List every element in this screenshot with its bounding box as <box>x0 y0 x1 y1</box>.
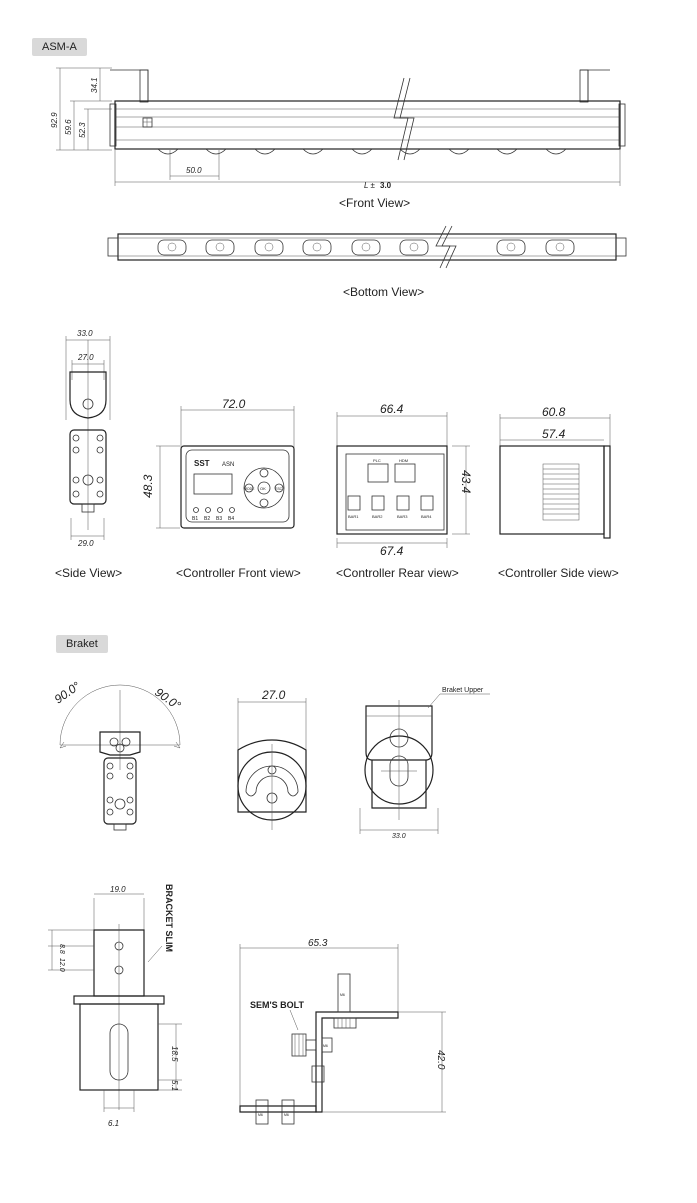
dim-slim-slot-w: 6.1 <box>108 1119 119 1128</box>
ctrl-model: ASN <box>222 462 234 468</box>
dim-assy-height: 42.0 <box>435 1050 446 1070</box>
caption-controller-side: <Controller Side view> <box>498 566 619 580</box>
assy-bolt-label: SEM'S BOLT <box>250 1000 304 1010</box>
dim-ctrl-rear-height: 43.4 <box>459 470 473 494</box>
assy-nut-label: M6 <box>284 1113 289 1117</box>
dim-assy-width: 65.3 <box>308 938 328 949</box>
section-tag-asm: ASM-A <box>32 38 87 56</box>
dim-side-top: 33.0 <box>77 329 93 338</box>
dim-slim-width: 19.0 <box>110 885 126 894</box>
controller-rear-drawing: 66.4 PLC HDM BAR1 BAR2 BAR3 BAR4 43.4 67… <box>336 402 473 558</box>
bracket-slim-drawing: 19.0 BRACKET SLIM 8.8 12.0 6.1 18.5 5.1 <box>48 884 182 1128</box>
section-tag-bracket: Braket <box>56 635 108 653</box>
ctrl-ok-btn: OK <box>260 486 266 491</box>
dim-slim-slot-len: 18.5 <box>170 1046 179 1062</box>
ctrl-rear-port-plc: PLC <box>373 458 381 463</box>
ctrl-logo: SST <box>194 459 210 468</box>
front-view-drawing: 92.9 59.6 52.3 34.1 50.0 L ± 3.0 <box>50 67 626 190</box>
bracket-rotation-drawing: 90.0° 90.0° <box>52 679 184 831</box>
bracket-slim-label: BRACKET SLIM <box>164 884 174 952</box>
dim-ctrl-side-outer: 60.8 <box>542 405 566 419</box>
ctrl-led-label: B4 <box>228 516 234 522</box>
ctrl-rear-bar-label: BAR3 <box>397 514 408 519</box>
bracket-side-drawing: 33.0 Braket Upper <box>359 687 490 840</box>
bottom-emitters <box>157 239 575 256</box>
controller-side-drawing: 60.8 57.4 <box>499 405 611 539</box>
controller-front-drawing: 72.0 48.3 SST ASN OK MODE ESC B1 B2 B3 B… <box>141 397 295 529</box>
ctrl-led-label: B1 <box>192 516 198 522</box>
ctrl-mode-btn: MODE <box>244 487 255 491</box>
caption-controller-rear: <Controller Rear view> <box>336 566 459 580</box>
bottom-view-drawing <box>107 225 627 269</box>
dim-ctrl-front-height: 48.3 <box>141 474 155 498</box>
assy-nut-label: M6 <box>340 993 345 997</box>
dim-bracket-angle-left: 90.0° <box>52 679 83 707</box>
dim-slim-h2: 12.0 <box>58 958 65 972</box>
ctrl-rear-bar-label: BAR1 <box>348 514 359 519</box>
ctrl-side-fins <box>542 463 580 521</box>
side-view-drawing: 33.0 27.0 29.0 <box>65 329 111 548</box>
ctrl-esc-btn: ESC <box>275 487 283 491</box>
caption-front-view: <Front View> <box>339 196 411 210</box>
front-emitters <box>157 148 567 155</box>
bracket-assembly-drawing: 65.3 M6 M6 M6 M6 SEM'S BOLT 42.0 <box>239 938 446 1125</box>
ctrl-led-label: B3 <box>216 516 222 522</box>
dim-ctrl-side-inner: 57.4 <box>542 427 566 441</box>
dim-ctrl-rear-bottom: 67.4 <box>380 544 404 558</box>
caption-bottom-view: <Bottom View> <box>343 285 425 299</box>
dim-slim-slot-off: 5.1 <box>170 1080 179 1091</box>
bracket-upper-label: Braket Upper <box>442 687 484 694</box>
ctrl-rear-port-hdm: HDM <box>399 458 408 463</box>
dim-ctrl-rear-top: 66.4 <box>380 402 404 416</box>
dim-front-length-tol: 3.0 <box>380 181 392 190</box>
ctrl-led-label: B2 <box>204 516 210 522</box>
dim-front-h1: 92.9 <box>50 112 59 128</box>
dim-front-h3: 52.3 <box>78 122 87 138</box>
ctrl-rear-bar-label: BAR4 <box>421 514 432 519</box>
assy-nut-label: M6 <box>258 1113 263 1117</box>
caption-controller-front: <Controller Front view> <box>176 566 301 580</box>
dim-side-mid: 27.0 <box>77 353 94 362</box>
caption-side-view: <Side View> <box>55 566 123 580</box>
dim-front-pitch: 50.0 <box>186 166 202 175</box>
dim-side-bottom: 29.0 <box>77 539 94 548</box>
dim-front-h2: 59.6 <box>64 119 73 135</box>
dim-front-top: 34.1 <box>90 77 99 93</box>
dim-front-length-prefix: L ± <box>364 181 376 190</box>
assy-nut-label: M6 <box>323 1044 328 1048</box>
bracket-front-drawing: 27.0 <box>237 688 307 830</box>
ctrl-rear-bar-label: BAR2 <box>372 514 383 519</box>
dim-slim-h1: 8.8 <box>58 944 65 954</box>
dim-ctrl-front-width: 72.0 <box>222 397 246 411</box>
dim-bracket-side-width: 33.0 <box>392 833 406 840</box>
dim-bracket-front-width: 27.0 <box>261 688 286 702</box>
